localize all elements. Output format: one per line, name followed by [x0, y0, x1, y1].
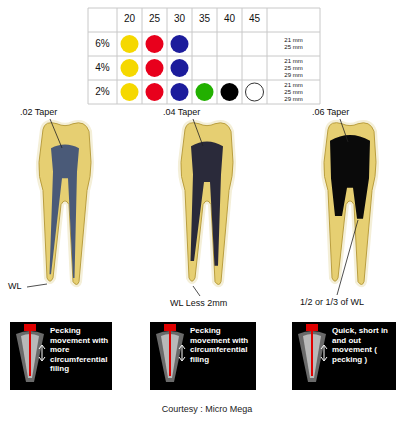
taper-label: .02 Taper — [20, 107, 80, 118]
length-note: 21 mm — [267, 82, 320, 89]
file-illustration — [12, 324, 48, 386]
column-size: 25 — [142, 13, 167, 25]
length-note: 29 mm — [267, 72, 320, 79]
working-length-label: WL — [8, 281, 28, 292]
tooth-06 — [324, 123, 376, 285]
leader-lines — [27, 119, 358, 296]
column-size: 30 — [167, 13, 192, 25]
tooth-04 — [181, 123, 233, 285]
row-taper: 2% — [88, 86, 117, 98]
caption: Courtesy : Micro Mega — [0, 404, 414, 414]
column-size: 45 — [242, 13, 267, 25]
length-note: 29 mm — [267, 96, 320, 103]
movement-text: Pecking movement with more circumferenti… — [50, 322, 112, 378]
column-size: 40 — [217, 13, 242, 25]
color-dots — [121, 35, 264, 101]
movement-box: Pecking movement with circumferential fi… — [150, 322, 256, 390]
working-length-label: WL Less 2mm — [170, 298, 250, 309]
movement-text: Quick, short in and out movement ( pecki… — [332, 322, 396, 368]
taper-label: .06 Taper — [312, 107, 372, 118]
length-note: 25 mm — [267, 65, 320, 72]
tooth-02 — [39, 123, 91, 285]
length-note: 25 mm — [267, 44, 320, 51]
file-illustration — [152, 324, 188, 386]
taper-label: .04 Taper — [163, 107, 223, 118]
length-note: 21 mm — [267, 37, 320, 44]
file-illustration — [294, 324, 330, 386]
row-taper: 6% — [88, 38, 117, 50]
movement-box: Pecking movement with more circumferenti… — [10, 322, 112, 390]
movement-box: Quick, short in and out movement ( pecki… — [292, 322, 396, 390]
length-note: 21 mm — [267, 58, 320, 65]
length-note: 25 mm — [267, 89, 320, 96]
column-size: 20 — [117, 13, 142, 25]
working-length-label: 1/2 or 1/3 of WL — [300, 297, 390, 308]
column-size: 35 — [192, 13, 217, 25]
movement-text: Pecking movement with circumferential fi… — [190, 322, 256, 368]
row-taper: 4% — [88, 62, 117, 74]
table-grid — [88, 8, 320, 104]
